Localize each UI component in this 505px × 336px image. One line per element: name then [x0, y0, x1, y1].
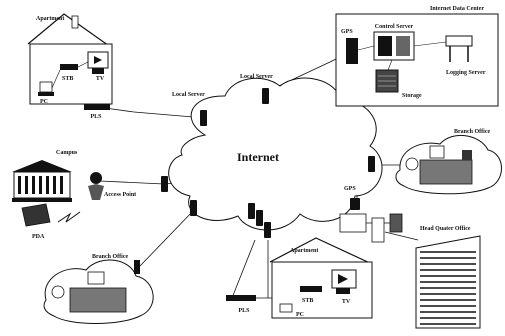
pls-top-label: PLS [90, 114, 102, 120]
router-left [161, 176, 168, 192]
router-bottom-c [264, 222, 271, 238]
head-office-label: Head Quater Office [420, 226, 471, 232]
router-bottom-a [248, 203, 255, 219]
pda-label: PDA [32, 234, 45, 240]
globe-icon-2 [52, 286, 64, 298]
gps-bottom-label: GPS [344, 186, 356, 192]
local-server-label-2: Local Server [240, 74, 273, 80]
router-top-left [200, 110, 207, 126]
pls-device-icon-2 [226, 295, 256, 301]
branch-office-left-label: Branch Office [92, 254, 128, 260]
internet-data-center: Internet Data Center GPS Control Server … [336, 6, 498, 106]
access-point-label: Access Point [104, 192, 136, 198]
router-top-center [262, 88, 269, 104]
apartment-bottom-label: Apartment [290, 248, 318, 254]
local-server-label-1: Local Server [172, 92, 205, 98]
logging-server-label: Logging Server [446, 70, 486, 76]
tv-top-label: TV [96, 76, 105, 82]
branch-office-right: Branch Office [396, 129, 502, 194]
pc-icon-2 [280, 304, 292, 312]
gps-top-label: GPS [341, 29, 353, 35]
logging-server-icon [446, 36, 472, 46]
storage-label: Storage [402, 93, 422, 99]
campus: Campus Access Point PDA [12, 150, 136, 240]
gps-device-icon [346, 38, 358, 64]
monitor-icon-2 [88, 272, 104, 284]
set-top-box-icon [60, 64, 78, 70]
router-lower-left [190, 200, 197, 216]
campus-label: Campus [56, 150, 78, 156]
data-center-label: Internet Data Center [430, 6, 484, 12]
branch-office-right-label: Branch Office [454, 129, 490, 135]
monitor-icon [430, 146, 444, 158]
pc-bottom-label: PC [296, 312, 304, 318]
pc-top-label: PC [40, 99, 48, 105]
apartment-top-label: Apartment [36, 16, 64, 22]
access-point-icon [90, 172, 102, 184]
set-top-box-icon-2 [300, 286, 322, 292]
control-server-label: Control Server [375, 24, 414, 30]
pls-device-icon [84, 104, 110, 110]
apartment-top: Apartment TV STB PC PLS [28, 14, 112, 120]
pls-bottom-label: PLS [238, 308, 250, 314]
globe-icon [406, 158, 418, 170]
branch-office-left: Branch Office [44, 254, 153, 324]
hq-server-icon [340, 214, 366, 232]
pda-icon [22, 204, 50, 226]
router-right [368, 156, 375, 172]
internet-label: Internet [237, 150, 279, 164]
stb-bottom-label: STB [302, 298, 313, 304]
apartment-bottom: Apartment TV STB PC PLS [226, 238, 372, 318]
gps-switch [350, 198, 360, 210]
router-bottom-b [256, 210, 263, 226]
tv-bottom-label: TV [342, 299, 351, 305]
stb-top-label: STB [62, 76, 73, 82]
pc-icon [40, 82, 52, 92]
